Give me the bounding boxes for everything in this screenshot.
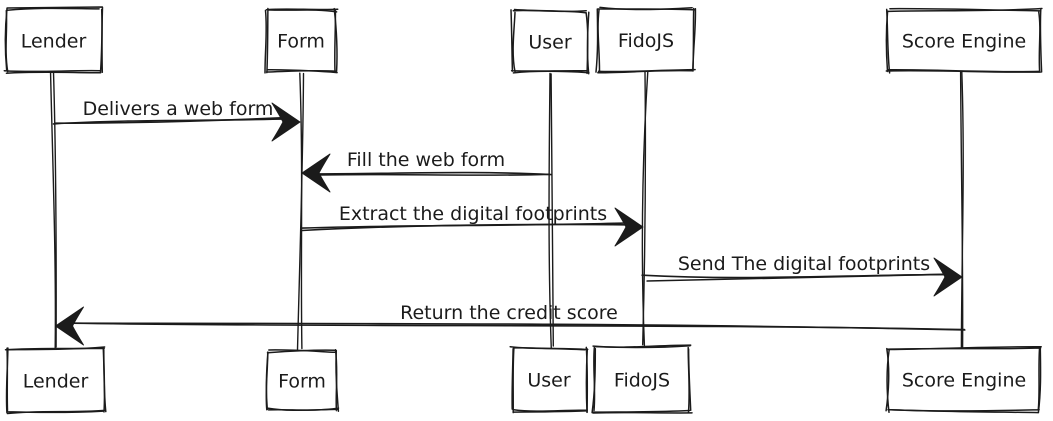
actor-box-fill xyxy=(266,10,336,71)
actor-box-outline xyxy=(3,7,104,74)
arrowhead-icon xyxy=(933,257,963,297)
actor-label: Score Engine xyxy=(902,370,1026,392)
lifeline-score-engine xyxy=(959,67,964,349)
message-2-user-to-form: Fill the web form xyxy=(301,149,552,193)
message-label: Delivers a web form xyxy=(83,98,274,120)
message-label: Send The digital footprints xyxy=(678,253,930,275)
actor-lender-top: Lender xyxy=(3,6,104,74)
actor-label: Lender xyxy=(23,371,89,393)
actor-form-bottom: Form xyxy=(265,348,340,412)
sketch-stroke xyxy=(959,67,964,348)
lifeline-fidojs xyxy=(641,69,649,347)
message-5-score-engine-to-lender: Return the credit score xyxy=(55,302,966,346)
actor-box-fill xyxy=(513,11,587,72)
message-label: Fill the web form xyxy=(347,149,505,171)
lifeline-lender xyxy=(49,69,57,349)
arrowhead-icon xyxy=(301,153,331,193)
actor-box-outline xyxy=(886,346,1042,414)
actor-box-outline xyxy=(885,346,1042,414)
actor-box-fill xyxy=(512,348,586,411)
actor-box-outline xyxy=(595,7,696,74)
sketch-stroke xyxy=(641,273,951,279)
actor-score-engine-top: Score Engine xyxy=(885,7,1043,74)
sketch-stroke xyxy=(548,72,552,350)
actor-fidojs-bottom: FidoJS xyxy=(591,344,693,414)
actor-box-fill xyxy=(6,349,105,412)
actor-lender-bottom: Lender xyxy=(4,346,107,415)
actor-box-outline xyxy=(510,9,589,75)
actor-label: FidoJS xyxy=(618,30,674,52)
actor-label: Score Engine xyxy=(902,31,1026,53)
actor-form-top: Form xyxy=(264,7,339,74)
message-1-lender-to-form: Delivers a web form xyxy=(52,98,301,142)
sketch-stroke xyxy=(296,72,305,351)
actor-box-fill xyxy=(594,347,690,412)
actor-label: Form xyxy=(278,371,326,393)
actor-label: FidoJS xyxy=(614,370,670,392)
actor-box-outline xyxy=(885,7,1042,73)
sketch-stroke xyxy=(642,70,647,346)
actor-box-fill xyxy=(267,351,337,410)
arrowhead-icon xyxy=(271,102,301,142)
sketch-stroke xyxy=(301,222,633,229)
actor-box-outline xyxy=(265,7,338,74)
actor-box-outline xyxy=(885,7,1043,74)
actor-user-bottom: User xyxy=(509,345,589,414)
actor-label: User xyxy=(527,370,570,392)
actor-box-fill xyxy=(888,348,1040,411)
sketch-stroke xyxy=(960,67,964,349)
lifeline-user xyxy=(548,72,554,350)
sketch-stroke xyxy=(315,171,552,176)
actor-box-fill xyxy=(6,9,101,72)
actor-label: Form xyxy=(277,31,325,53)
lifeline-form xyxy=(296,72,305,351)
actor-label: Lender xyxy=(21,31,87,53)
actor-box-fill xyxy=(598,9,694,71)
sketch-stroke xyxy=(54,116,285,124)
sketch-stroke xyxy=(312,173,551,176)
sketch-stroke xyxy=(52,71,57,348)
sketch-stroke xyxy=(68,322,966,331)
message-4-fidojs-to-score-engine: Send The digital footprints xyxy=(641,253,963,297)
actor-box-outline xyxy=(264,8,339,74)
actor-fidojs-top: FidoJS xyxy=(595,6,697,74)
arrowhead-icon xyxy=(55,306,84,346)
actor-score-engine-bottom: Score Engine xyxy=(885,346,1042,414)
arrowhead-icon xyxy=(614,207,644,247)
message-label: Extract the digital footprints xyxy=(339,203,607,225)
message-label: Return the credit score xyxy=(400,302,618,324)
sketch-stroke xyxy=(49,69,57,349)
actor-box-outline xyxy=(265,349,340,412)
actor-box-outline xyxy=(509,345,589,414)
actor-user-top: User xyxy=(510,8,590,75)
actor-box-fill xyxy=(888,10,1040,71)
actor-box-outline xyxy=(5,347,106,415)
message-3-form-to-fidojs: Extract the digital footprints xyxy=(301,203,644,247)
sketch-stroke xyxy=(550,73,554,347)
actor-label: User xyxy=(528,32,571,54)
actor-box-outline xyxy=(592,344,693,414)
